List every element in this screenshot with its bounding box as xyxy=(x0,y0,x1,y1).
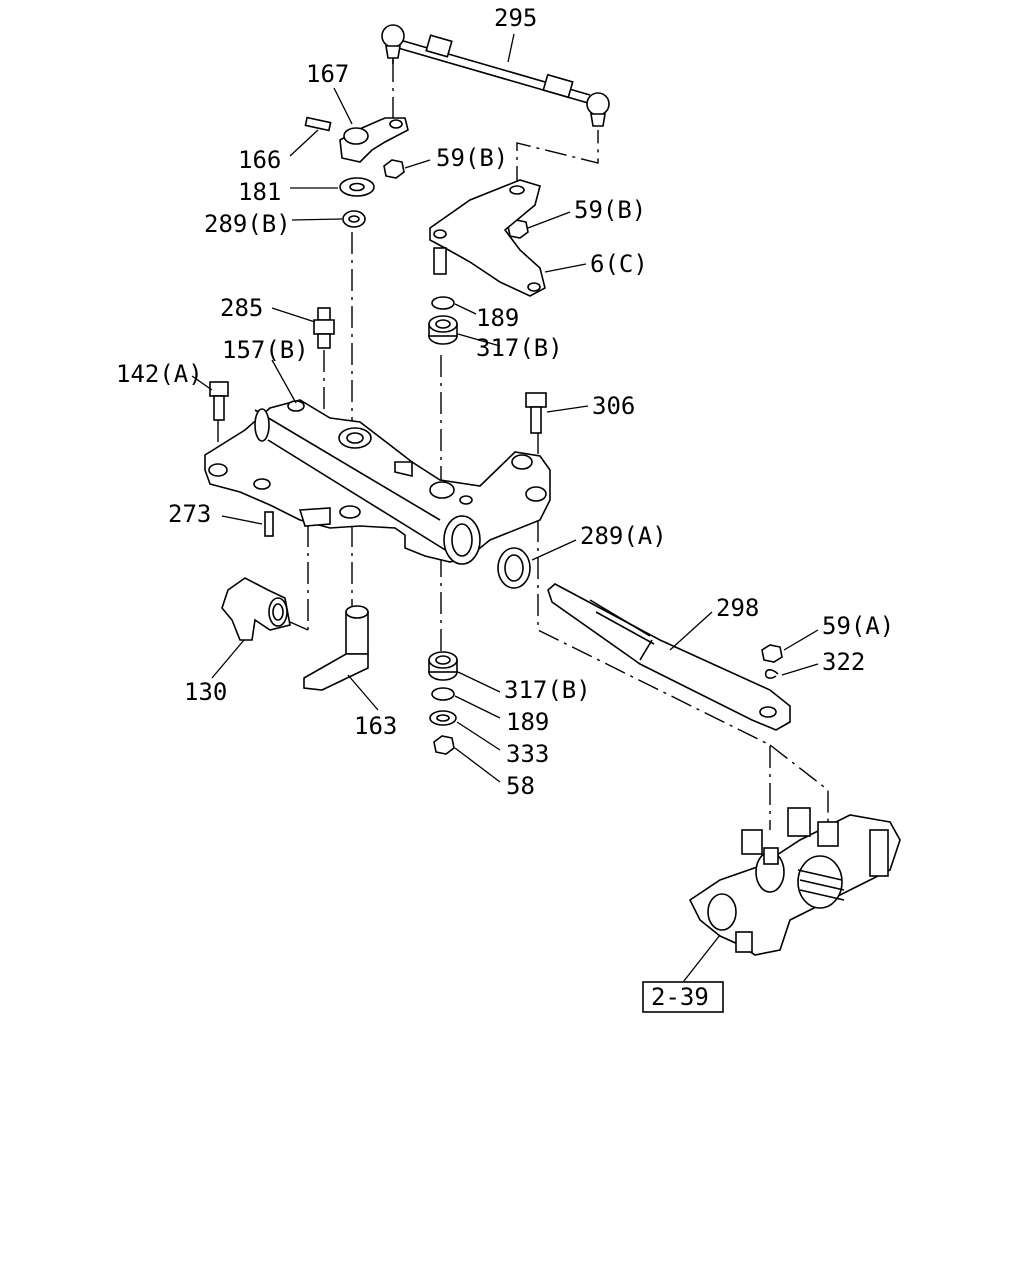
callout-166: 166 xyxy=(238,146,281,174)
bushing-317b-top xyxy=(428,315,458,345)
pin-166 xyxy=(304,116,332,132)
pin-273 xyxy=(264,511,274,537)
shaft-298 xyxy=(547,583,791,731)
callout-167: 167 xyxy=(306,60,349,88)
bracket-167 xyxy=(339,117,409,163)
callout-273: 273 xyxy=(168,500,211,528)
bolt-306 xyxy=(525,392,547,434)
callout-189-top: 189 xyxy=(476,304,519,332)
page-reference-box[interactable]: 2-39 xyxy=(642,981,724,1013)
bushing-317b-bot xyxy=(428,651,458,681)
nut-58 xyxy=(433,735,455,755)
tie-rod-295 xyxy=(381,24,610,127)
fitting-285 xyxy=(313,307,335,349)
callout-298: 298 xyxy=(716,594,759,622)
lever-163 xyxy=(303,605,369,691)
callout-157b: 157(B) xyxy=(222,336,309,364)
leader-lines xyxy=(191,33,819,987)
housing-157b xyxy=(204,399,551,565)
linkage-assembly xyxy=(688,807,901,956)
callout-285: 285 xyxy=(220,294,263,322)
callout-295: 295 xyxy=(494,4,537,32)
callout-59b-mid: 59(B) xyxy=(574,196,646,224)
page-reference-label[interactable]: 2-39 xyxy=(651,983,709,1011)
callout-58: 58 xyxy=(506,772,535,800)
callout-6c: 6(C) xyxy=(590,250,648,278)
callout-163: 163 xyxy=(354,712,397,740)
callout-289b: 289(B) xyxy=(204,210,291,238)
oring-189-top xyxy=(431,296,455,310)
callout-306: 306 xyxy=(592,392,635,420)
seal-289b xyxy=(342,210,366,228)
oring-189-bot xyxy=(431,687,455,701)
callout-317b-top: 317(B) xyxy=(476,334,563,362)
callout-322: 322 xyxy=(822,648,865,676)
lever-6c xyxy=(429,179,546,297)
nut-59b-top xyxy=(383,159,405,179)
callout-317b-bot: 317(B) xyxy=(504,676,591,704)
callout-181: 181 xyxy=(238,178,281,206)
callout-289a: 289(A) xyxy=(580,522,667,550)
callout-59b-top: 59(B) xyxy=(436,144,508,172)
nut-59a xyxy=(761,644,783,663)
callouts: 295 167 166 181 289(B) 59(B) 59(B) 6(C) … xyxy=(116,4,894,800)
callout-333: 333 xyxy=(506,740,549,768)
callout-142a: 142(A) xyxy=(116,360,203,388)
clip-322 xyxy=(764,669,779,679)
washer-181 xyxy=(339,177,375,197)
washer-333 xyxy=(429,710,457,726)
callout-130: 130 xyxy=(184,678,227,706)
lever-130 xyxy=(221,577,291,641)
callout-189-bot: 189 xyxy=(506,708,549,736)
bolt-142a xyxy=(209,381,229,421)
seal-289a xyxy=(497,547,531,589)
callout-59a: 59(A) xyxy=(822,612,894,640)
